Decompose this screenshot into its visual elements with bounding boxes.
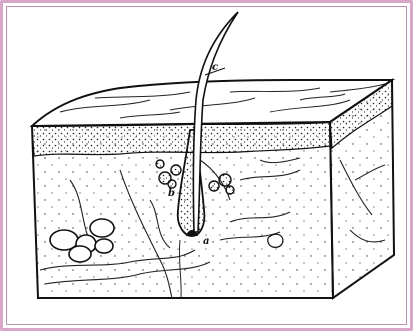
label-c: c [212,62,218,73]
small-gland [268,234,283,247]
label-b: b [168,188,175,199]
label-a: a [203,236,209,247]
